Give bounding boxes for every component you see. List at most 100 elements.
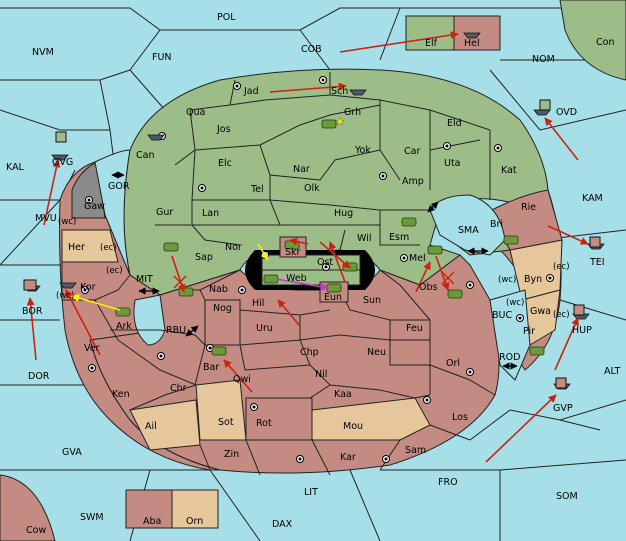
province-label-chp: Chp	[300, 347, 319, 358]
sea-label-lit: LIT	[304, 487, 318, 498]
province-label-feu: Feu	[406, 323, 423, 334]
province-orn-shape[interactable]	[171, 489, 219, 529]
province-label-kat: Kat	[501, 165, 517, 176]
province-label-chr: Chr	[170, 383, 187, 394]
province-label-amp: Amp	[402, 176, 424, 187]
sea-label-hup: HUP	[572, 325, 592, 336]
province-label-ken: Ken	[112, 389, 130, 400]
province-label-sot: Sot	[218, 417, 234, 428]
sea-label-pol: POL	[217, 12, 236, 23]
coast-label-kor-ec: (ec)	[106, 266, 123, 276]
star-icon: ★	[335, 115, 345, 128]
province-label-gur: Gur	[156, 207, 173, 218]
province-label-sch: Sch	[331, 86, 348, 97]
province-label-esm: Esm	[389, 232, 409, 243]
province-label-grh: Grh	[344, 107, 361, 118]
inner-sea-rod	[489, 289, 531, 381]
sea-label-fun: FUN	[152, 52, 172, 63]
inner-sea-gor	[94, 149, 131, 276]
province-label-hel: Hel	[464, 38, 480, 49]
province-label-kaa: Kaa	[334, 389, 352, 400]
province-label-car: Car	[404, 146, 420, 157]
sea-label-gva: GVA	[62, 447, 82, 458]
province-label-elc: Elc	[218, 158, 232, 169]
province-label-sap: Sap	[195, 252, 213, 263]
province-label-mel: Mel	[409, 253, 426, 264]
coast-labels: (wc) (ec) (wc) (ec) (wc) (ec) (wc) (ec)	[56, 217, 570, 320]
sea-label-swm: SWM	[80, 512, 104, 523]
coast-label-gwa-wc: (wc)	[506, 298, 524, 308]
province-her-shape[interactable]	[61, 229, 119, 263]
province-label-bri: Bri	[490, 219, 503, 230]
province-label-lan: Lan	[202, 208, 219, 219]
sea-label-bor: BOR	[22, 306, 43, 317]
sea-label-kal: KAL	[6, 162, 25, 173]
province-label-jos: Jos	[216, 124, 231, 135]
province-label-nog: Nog	[213, 303, 232, 314]
sea-label-dor: DOR	[28, 371, 50, 382]
province-label-los: Los	[452, 412, 468, 423]
province-label-eld: Eld	[447, 118, 462, 129]
inner-sea-rbu	[133, 294, 166, 346]
province-label-pir: Pir	[523, 326, 535, 337]
province-labels: Jad Sch Qua Grh Jos Can Eld Yok Car Elc …	[26, 38, 551, 536]
move-order-can-sap	[171, 255, 186, 293]
coast-label-her-wc: (wc)	[58, 217, 76, 227]
province-elf-shape[interactable]	[405, 15, 455, 51]
convoy-order	[275, 278, 329, 291]
sea-label-kam: KAM	[582, 193, 603, 204]
sea-label-sma: SMA	[458, 225, 479, 236]
sea-label-nvm: NVM	[32, 47, 54, 58]
sea-label-mvu: MVU	[35, 213, 57, 224]
province-label-ost: Ost	[317, 257, 333, 268]
province-label-uta: Uta	[444, 158, 461, 169]
province-label-hug: Hug	[334, 208, 353, 219]
sea-label-gvp: GVP	[553, 403, 573, 414]
province-label-ail: Ail	[145, 421, 157, 432]
province-rie-shape[interactable]	[487, 189, 563, 251]
province-label-nar: Nar	[293, 164, 310, 175]
province-sot-shape[interactable]	[195, 379, 247, 441]
province-label-aba: Aba	[143, 516, 161, 527]
coast-label-her-ec: (ec)	[100, 243, 117, 253]
province-label-jad: Jad	[243, 86, 259, 97]
sea-label-con: Con	[596, 37, 614, 48]
sea-label-alt: ALT	[604, 366, 620, 377]
sea-label-rod: ROD	[499, 352, 520, 363]
province-label-tel: Tel	[250, 184, 264, 195]
province-label-mou: Mou	[343, 421, 363, 432]
sea-label-som: SOM	[556, 491, 578, 502]
sea-label-dax: DAX	[272, 519, 293, 530]
province-label-neu: Neu	[367, 347, 386, 358]
province-label-gwa: Gwa	[530, 306, 551, 317]
province-label-orn: Orn	[186, 516, 203, 527]
province-label-can: Can	[136, 150, 154, 161]
province-label-ver: Ver	[84, 343, 100, 354]
sea-label-buc: BUC	[492, 310, 512, 321]
sea-label-gor: GOR	[108, 181, 130, 192]
move-order-mel-obs	[435, 255, 450, 291]
sea-label-mit: MIT	[136, 274, 153, 285]
province-label-cow: Cow	[26, 525, 46, 536]
province-label-kar: Kar	[340, 452, 356, 463]
sea-labels: POL NVM FUN COB NOM Con OVD KAL GOR MVU …	[6, 12, 620, 530]
province-label-web: Web	[286, 273, 307, 284]
supply-centers	[81, 76, 554, 463]
province-label-sun: Sun	[363, 295, 381, 306]
province-label-nil: Nil	[315, 369, 327, 380]
province-label-obs: Obs	[419, 282, 438, 293]
province-label-her: Her	[68, 242, 85, 253]
sea-label-fro: FRO	[438, 477, 458, 488]
sea-label-nom: NOM	[532, 54, 555, 65]
coast-label-byn-wc: (wc)	[498, 275, 516, 285]
passage-arrows	[111, 171, 518, 370]
province-label-qua: Qua	[186, 107, 205, 118]
province-label-elf: Elf	[425, 38, 438, 49]
retreat-markers	[23, 99, 601, 389]
sea-label-tei: TEI	[589, 257, 605, 268]
coast-label-gwa-ec: (ec)	[553, 310, 570, 320]
sea-label-gvg: GVG	[52, 157, 73, 168]
province-label-gaw: Gaw	[84, 201, 105, 212]
